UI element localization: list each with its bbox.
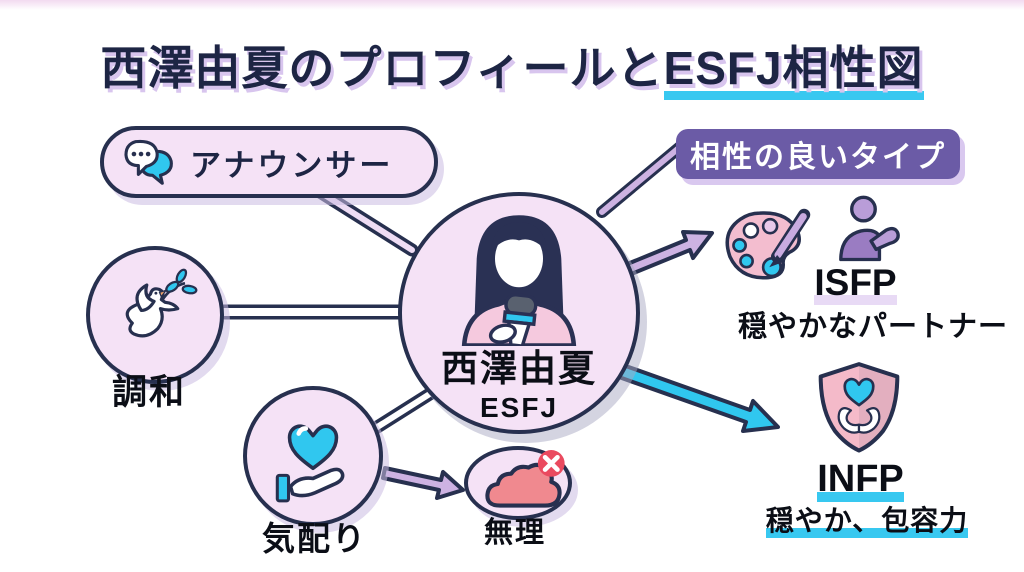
isfp-code: ISFP — [773, 262, 938, 305]
reporter-woman-illustration — [461, 215, 577, 346]
heart-in-hand-icon — [275, 424, 345, 503]
dove-icon — [125, 268, 198, 338]
compatibility-header-label: 相性の良いタイプ — [690, 141, 946, 174]
care-node — [243, 386, 383, 526]
top-accent-strip — [0, 0, 1024, 10]
person-icon — [839, 195, 900, 262]
center-mbti: ESFJ — [479, 392, 559, 423]
page-title-highlighted: ESFJ相性図 — [663, 42, 924, 100]
connector-compat-header — [596, 136, 692, 218]
arrow-impossible — [381, 466, 465, 500]
infp-description: 穏やか、包容力 — [742, 499, 992, 539]
arrow-infp — [614, 362, 780, 433]
shield-heart-icon — [818, 362, 900, 453]
palette-icon — [725, 208, 811, 280]
impossible-label: 無理 — [484, 517, 547, 549]
harmony-label: 調和 — [112, 373, 187, 412]
page-title-plain: 西澤由夏のプロフィールと — [100, 42, 664, 94]
care-label: 気配り — [262, 520, 367, 557]
microphone-icon — [488, 293, 538, 346]
arrow-isfp — [618, 230, 714, 279]
announcer-pill: アナウンサー — [100, 126, 438, 198]
infp-code-text: INFP — [817, 458, 904, 502]
chat-bubbles-icon — [124, 139, 173, 185]
isfp-description: 穏やかなパートナー — [737, 311, 1008, 343]
page-title: 西澤由夏のプロフィールとESFJ相性図 — [0, 32, 1024, 100]
isfp-code-text: ISFP — [814, 262, 897, 305]
announcer-label: アナウンサー — [190, 147, 394, 183]
connector-announcer — [313, 185, 419, 257]
center-name: 西澤由夏 — [441, 348, 597, 389]
harmony-node — [86, 246, 224, 384]
infp-description-text: 穏やか、包容力 — [765, 505, 969, 538]
center-profile-node: 西澤由夏 ESFJ — [398, 192, 640, 434]
infp-code: INFP — [778, 458, 943, 502]
compatibility-header-badge: 相性の良いタイプ — [676, 129, 960, 179]
cloud-error-icon — [485, 450, 565, 508]
